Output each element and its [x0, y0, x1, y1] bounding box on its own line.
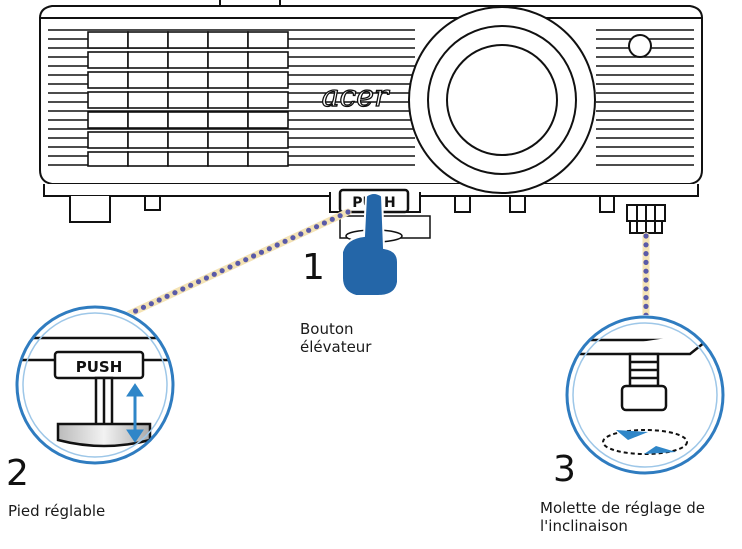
finger-press-icon: [341, 192, 399, 297]
rotate-arrows-icon: [602, 429, 688, 455]
callout-lines: [108, 208, 650, 328]
detail-circle-tilt-wheel: [565, 315, 725, 475]
step-2-number: 2: [6, 453, 29, 494]
projector-body: [39, 0, 703, 234]
detail-circle-foot: PUSH: [15, 305, 175, 465]
step-1-label: Bouton élévateur: [300, 320, 372, 356]
step-1-number: 1: [302, 247, 325, 288]
step-2-label: Pied réglable: [8, 502, 106, 520]
push-label-detail: PUSH: [76, 358, 123, 376]
step-3-number: 3: [553, 449, 576, 490]
brand-logo: acer: [322, 79, 390, 114]
up-down-arrow-icon: [126, 383, 144, 443]
step-3-label: Molette de réglage de l'inclinaison: [540, 499, 706, 535]
